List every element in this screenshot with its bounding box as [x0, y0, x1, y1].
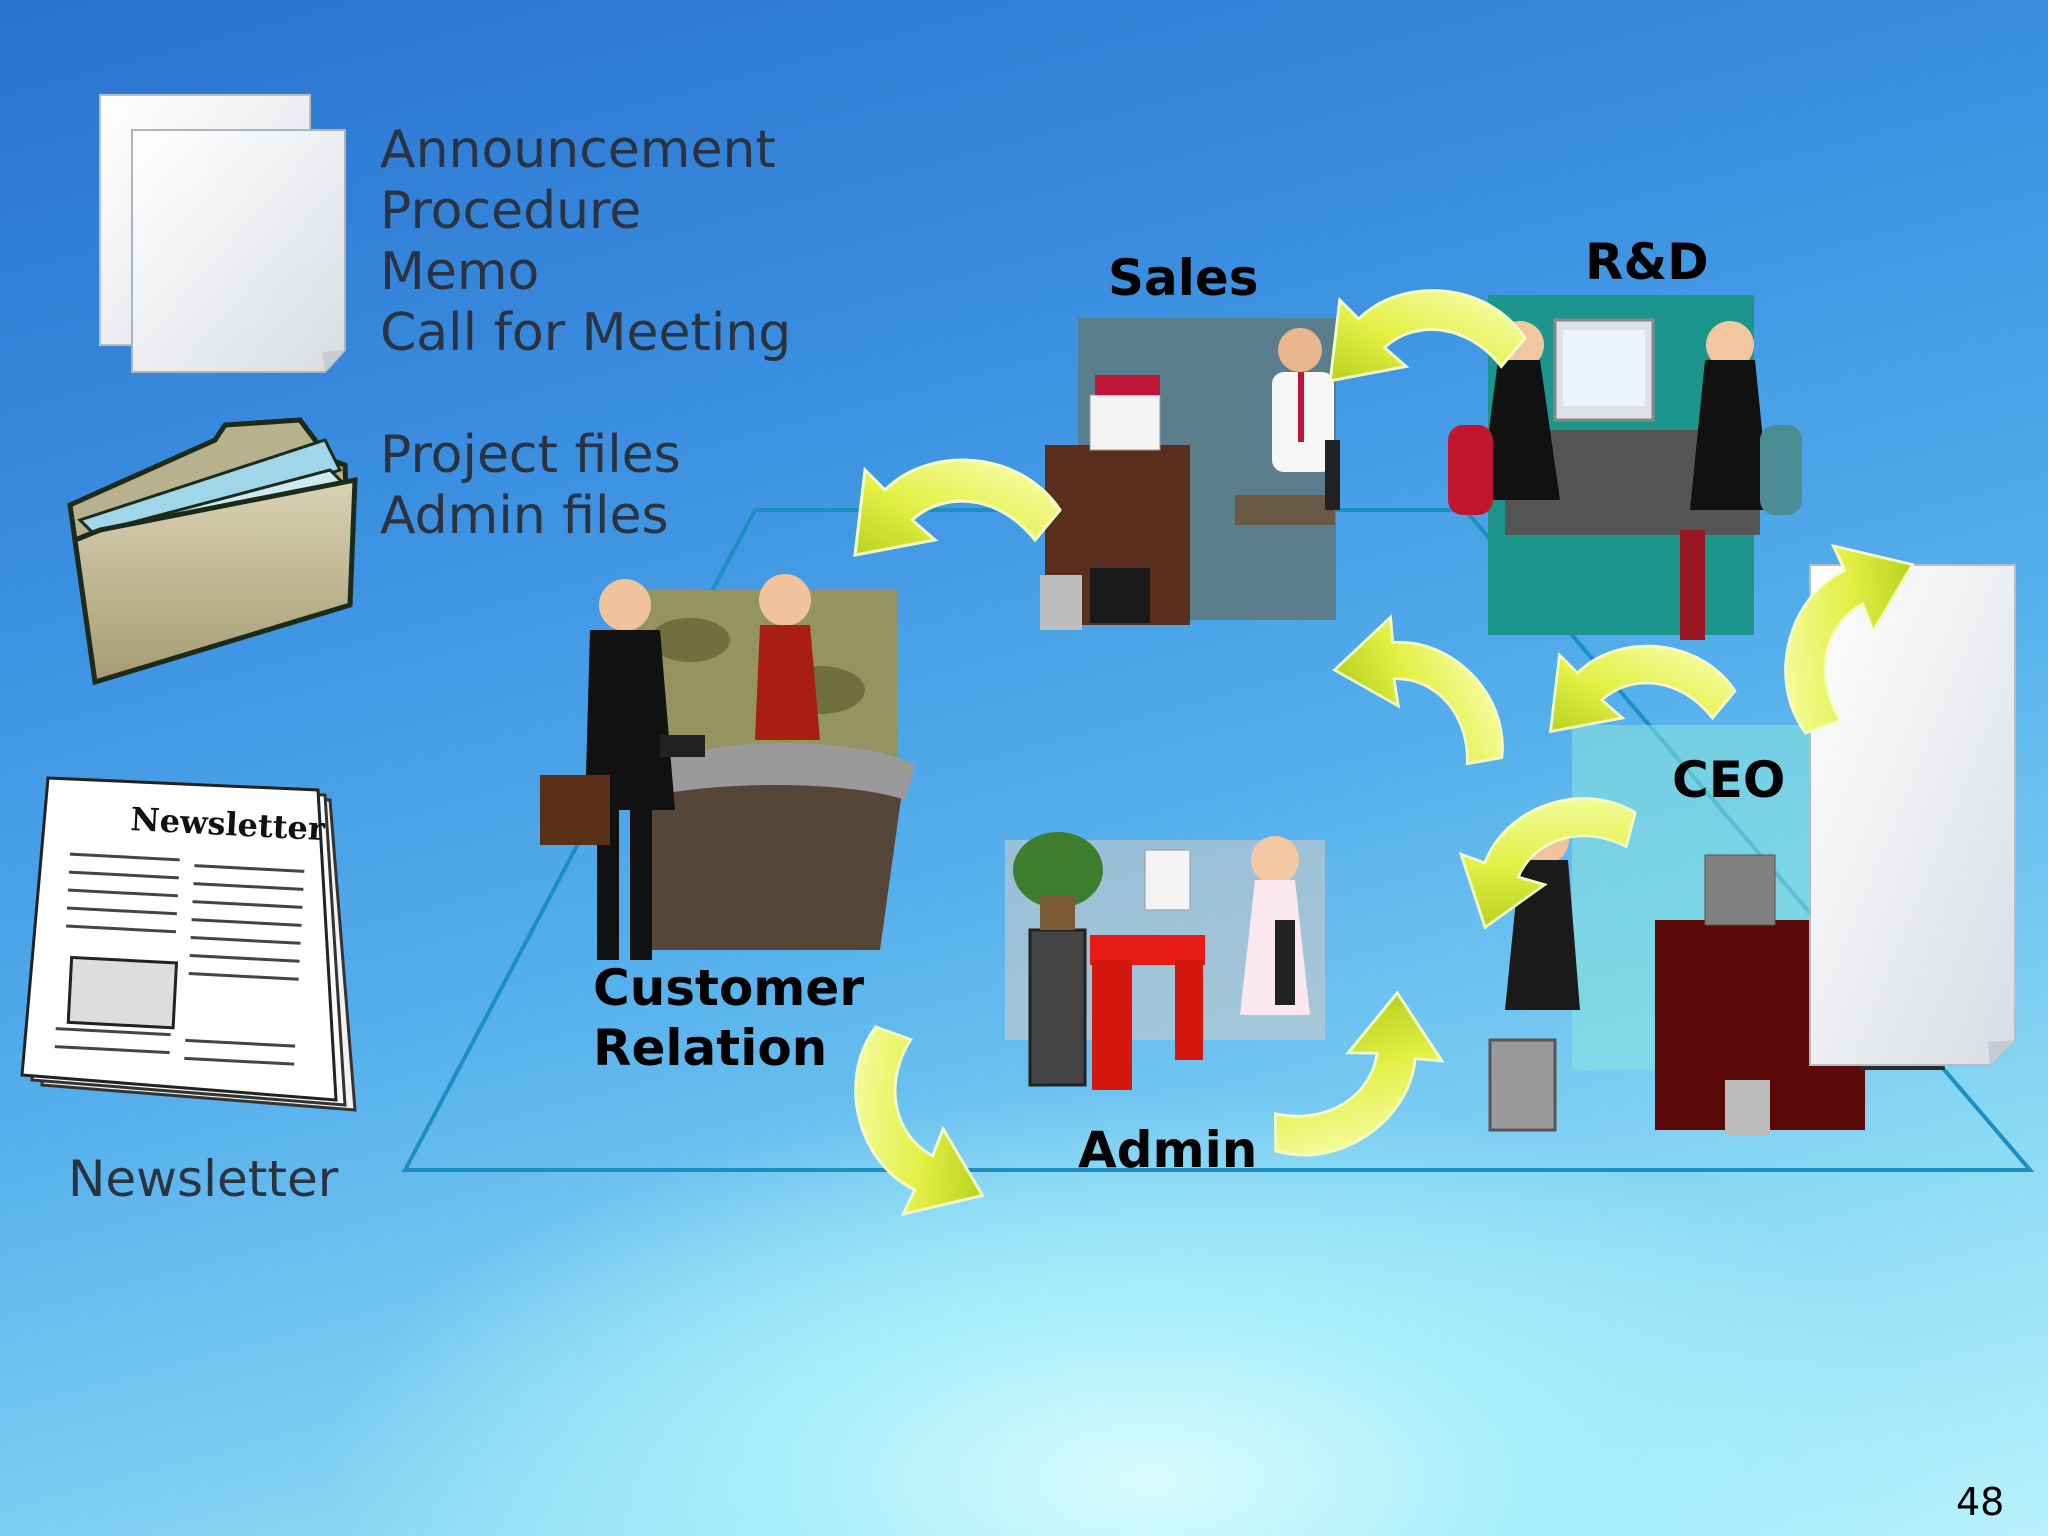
dept-label-customer-line1: Customer [593, 959, 864, 1017]
page-number: 48 [1956, 1480, 2005, 1524]
dept-label-sales: Sales [1108, 249, 1259, 307]
sales-scene [1040, 318, 1340, 630]
admin-scene [1005, 832, 1325, 1090]
dept-label-rd: R&D [1585, 233, 1709, 291]
doc-item-project-files: Project files [380, 425, 681, 485]
rd-scene [1448, 295, 1802, 640]
paper-stack-icon [99, 94, 346, 373]
folder-document-list: Project files Admin files [380, 425, 681, 547]
memo-paper-icon [1809, 564, 2016, 1066]
dept-label-customer-relation: Customer Relation [593, 958, 864, 1078]
doc-item-admin-files: Admin files [380, 486, 669, 546]
doc-item-call-for-meeting: Call for Meeting [380, 303, 792, 363]
dept-label-ceo: CEO [1672, 751, 1786, 809]
paper-document-list: Announcement Procedure Memo Call for Mee… [380, 120, 791, 364]
dept-label-admin: Admin [1078, 1121, 1258, 1179]
newsletter-icon: Newsletter [20, 776, 357, 1112]
customer-relation-scene [540, 574, 915, 960]
doc-item-memo: Memo [380, 242, 540, 302]
dept-label-customer-line2: Relation [593, 1019, 828, 1077]
arrow-sales-to-customer [853, 458, 1062, 557]
doc-item-announcement: Announcement [380, 120, 776, 180]
newsletter-label: Newsletter [68, 1150, 339, 1208]
folder-icon [67, 417, 358, 686]
doc-item-procedure: Procedure [380, 181, 642, 241]
